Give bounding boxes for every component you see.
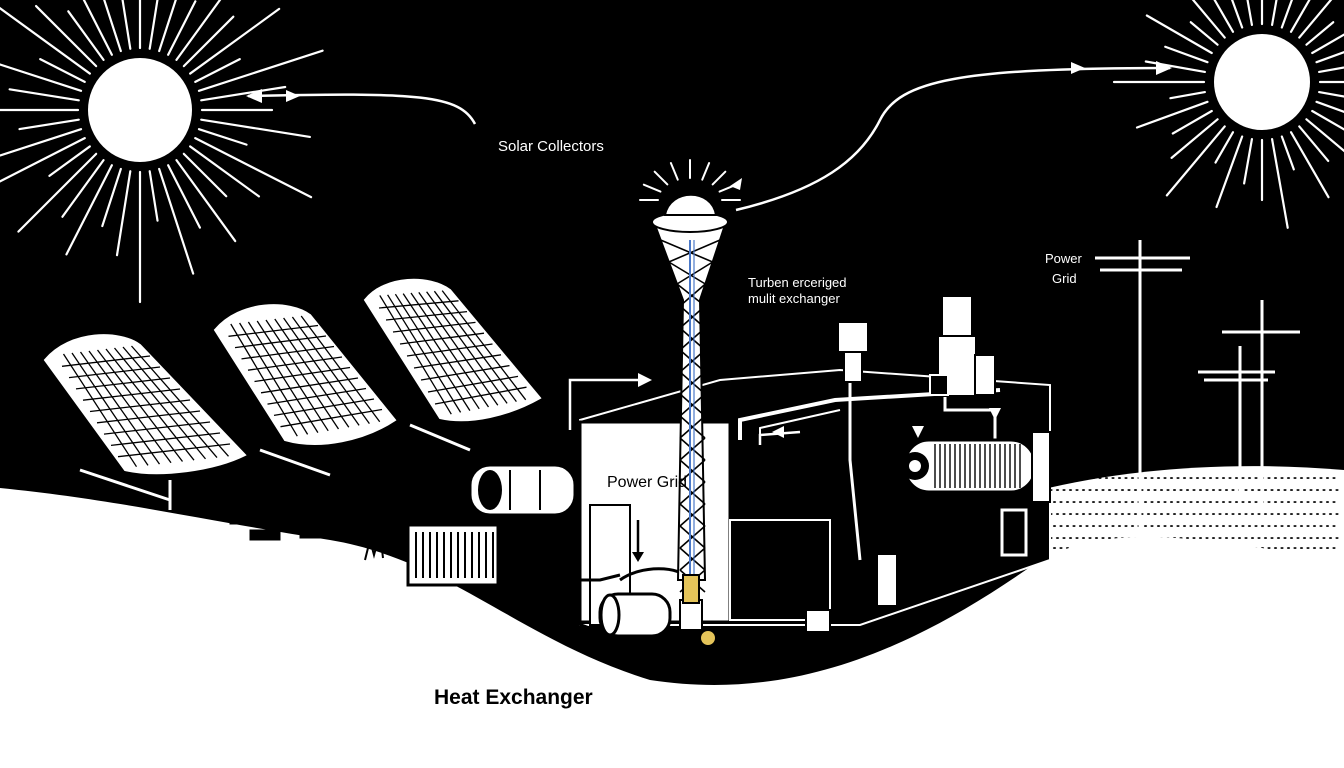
turbine-label-line2: mulit exchanger — [748, 291, 840, 306]
power-grid-label-top-line1: Power — [1045, 251, 1082, 266]
solar-panel-2 — [213, 304, 397, 477]
solar-panel-3 — [363, 278, 542, 452]
distant-field — [1040, 466, 1344, 560]
pipe-network — [229, 479, 421, 561]
sun-right — [1112, 0, 1344, 229]
power-grid-label-top-line2: Grid — [1052, 271, 1077, 286]
sun-left — [0, 0, 324, 304]
ground — [0, 488, 1344, 768]
solar-collector-array — [43, 278, 542, 510]
energy-flow-arrows — [247, 66, 1171, 212]
heat-exchanger-label: Heat Exchanger — [434, 686, 593, 709]
power-grid-label-center: Power Grid — [607, 474, 688, 491]
cooling-unit — [406, 463, 578, 595]
solar-panel-1 — [43, 334, 247, 510]
flow-indicators — [568, 378, 801, 445]
solar-collectors-label: Solar Collectors — [498, 138, 604, 155]
turbine-label-line1: Turben erceriged — [748, 275, 847, 290]
solar-receiver-tower — [639, 159, 741, 604]
power-line-towers — [1095, 240, 1300, 545]
